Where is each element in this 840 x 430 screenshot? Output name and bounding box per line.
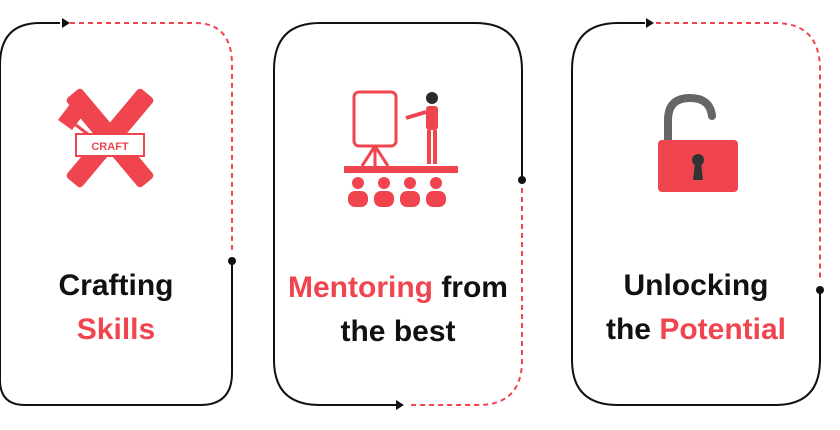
craft-icon-text: CRAFT — [91, 141, 129, 153]
card3-line1: Unlocking — [623, 269, 769, 302]
card3-arrow-head — [646, 18, 654, 28]
card1-dot — [228, 257, 236, 265]
card3-title: Unlocking the Potential — [588, 266, 804, 350]
card1-frame-solid — [0, 22, 233, 406]
mentor-presentation-icon — [344, 90, 458, 207]
card2-frame-solid — [273, 22, 523, 406]
card2-title: Mentoring from the best — [276, 268, 520, 352]
card3-dot — [816, 286, 824, 294]
craft-tools-icon: CRAFT — [58, 88, 154, 188]
card1-line2: Skills — [76, 313, 156, 346]
card2-dot — [518, 176, 526, 184]
card3-line2-accent: Potential — [659, 313, 787, 346]
card1-title: Crafting Skills — [16, 266, 216, 350]
card2-frame-dashed — [410, 188, 523, 406]
card3-line2: the Potential — [588, 310, 804, 350]
card1-frame-dashed — [70, 22, 233, 250]
unlocked-padlock-icon — [658, 94, 738, 192]
card2-line2: the best — [340, 315, 456, 348]
card1-line1: Crafting — [58, 269, 174, 302]
card2-line1: Mentoring from — [276, 268, 520, 308]
card2-line1-rest: from — [432, 271, 508, 304]
card2-line1-accent: Mentoring — [288, 271, 433, 304]
card3-frame-solid — [571, 22, 821, 406]
card2-arrow-head — [396, 400, 404, 410]
card1-arrow-head — [62, 18, 70, 28]
card3-line2-plain: the — [605, 313, 660, 346]
card3-frame-dashed — [656, 22, 821, 280]
